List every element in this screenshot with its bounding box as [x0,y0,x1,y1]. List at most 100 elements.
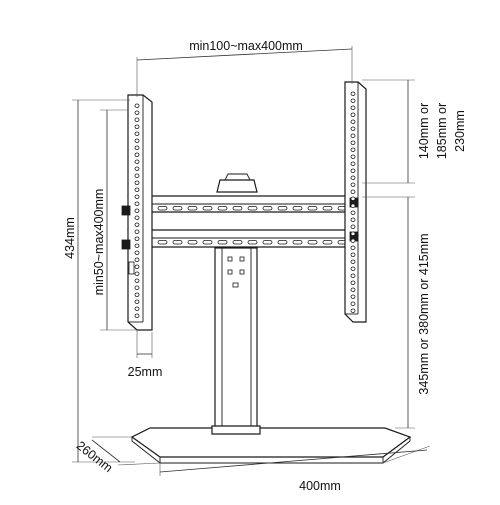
bracket-hole [350,259,356,264]
arm-slot [322,240,333,245]
label-right-upper-1: 140mm or [417,103,431,159]
lower-arm [127,229,361,248]
bracket-hole [350,287,356,292]
dim-right-lower: 345mm or 380mm or 415mm [362,196,431,429]
bracket-hole [134,250,140,255]
bracket-hole [134,180,140,185]
bracket-hole [350,175,356,180]
arm-slot [277,240,288,245]
bracket-hole [134,306,140,311]
dim-base-width: 400mm [159,445,431,493]
arm-slot [322,206,333,211]
stand-column [211,247,261,435]
arm-slot [202,206,213,211]
bracket-hole [350,112,356,117]
right-bracket-holes [350,91,356,313]
bracket-hole [134,152,140,157]
bracket-hole [350,105,356,110]
bracket-hole [134,166,140,171]
dim-top-width: min100~max400mm [136,39,353,97]
bracket-hole [350,147,356,152]
bracket-hole [134,278,140,283]
bracket-hole [350,182,356,187]
bracket-hole [134,208,140,213]
bracket-hole [350,98,356,103]
bracket-hole [350,168,356,173]
arm-slot [307,206,318,211]
bracket-hole [350,119,356,124]
bracket-hole [134,131,140,136]
label-base-width: 400mm [299,479,341,493]
arm-slot [232,240,243,245]
bracket-hole [350,217,356,222]
label-bracket-width: 25mm [128,365,163,379]
dim-right-upper: 140mm or 185mm or 230mm [362,79,467,184]
label-right-upper-3: 230mm [453,110,467,152]
bracket-hole [350,140,356,145]
label-base-depth: 260mm [74,438,115,475]
label-right-lower: 345mm or 380mm or 415mm [417,233,431,394]
bracket-hole [350,154,356,159]
arm-slot [157,240,168,245]
bracket-hole [134,236,140,241]
bracket-hole [134,299,140,304]
bracket-hole [134,110,140,115]
bracket-hole [134,124,140,129]
bracket-hole [350,252,356,257]
bracket-hole [350,294,356,299]
stand-base [130,427,412,464]
arm-slot [292,240,303,245]
bracket-hole [350,161,356,166]
bracket-hole [350,133,356,138]
arm-slot [307,240,318,245]
bracket-hole [134,222,140,227]
bracket-hole [350,196,356,201]
bracket-hole [350,210,356,215]
bracket-hole [350,273,356,278]
bracket-hole [350,308,356,313]
bracket-hole [134,194,140,199]
bracket-hole [350,203,356,208]
bracket-hole [350,238,356,243]
bracket-hole [134,285,140,290]
arm-slot [217,240,228,245]
arm-slot [292,206,303,211]
dim-inner-height: min50~max400mm [92,109,137,331]
bracket-hole [134,159,140,164]
bracket-hole [350,301,356,306]
arm-slot [217,206,228,211]
arm-slot [232,206,243,211]
bracket-hole [350,231,356,236]
bracket-hole [134,229,140,234]
arm-slot [187,240,198,245]
bracket-hole [134,201,140,206]
bracket-hole [134,103,140,108]
bracket-hole [134,138,140,143]
arm-slot [277,206,288,211]
bracket-hole [134,313,140,318]
bracket-hole [134,173,140,178]
arm-slot [172,240,183,245]
bracket-hole [350,266,356,271]
arm-slot [262,206,273,211]
bracket-hole [134,145,140,150]
arm-slot [262,240,273,245]
bracket-hole [134,257,140,262]
left-vesa-bracket [121,94,153,331]
bracket-hole [350,280,356,285]
label-inner-height: min50~max400mm [92,189,106,296]
bracket-hole [134,117,140,122]
bracket-hole [350,91,356,96]
label-right-upper-2: 185mm or [435,103,449,159]
bracket-hole [134,187,140,192]
bracket-hole [350,245,356,250]
arm-slot [202,240,213,245]
column-clamp [216,173,258,193]
dim-bracket-width: 25mm [128,330,163,379]
bracket-hole [134,271,140,276]
label-left-height: 434mm [63,217,77,259]
arm-slot [172,206,183,211]
arm-slot [157,206,168,211]
